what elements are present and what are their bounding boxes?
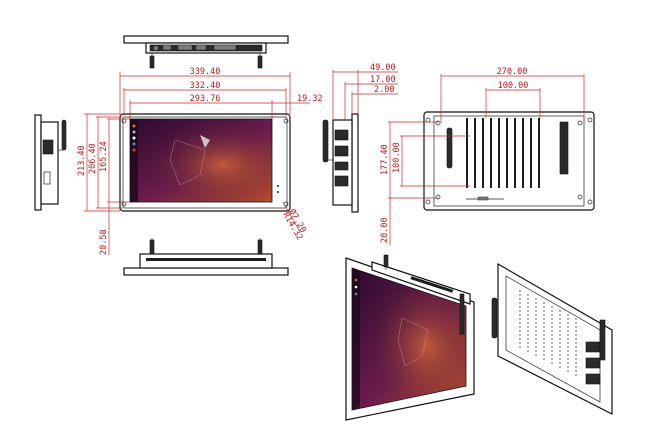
dim-rear-hole-pitch-inner: 100.00 [498,81,529,91]
dim-front-width-overall: 339.40 [190,67,221,77]
dim-side-depth-overall: 49.00 [370,63,396,73]
iso-front-view [345,254,475,421]
top-view [123,35,289,69]
bottom-view [123,238,289,276]
rear-vents [466,118,540,188]
front-view [119,113,291,212]
dim-front-height-bezel: 206.40 [88,143,98,174]
dim-front-height-overall: 213.40 [77,145,87,176]
dim-side-depth-small: 2.00 [374,85,394,95]
dim-front-offset: 19.32 [297,94,323,104]
left-side-view [34,114,67,211]
bottom-vents [146,258,266,261]
dim-front-bottom-margin: 20.58 [99,229,109,255]
dim-front-width-active: 293.76 [190,94,221,104]
dim-front-width-bezel: 332.40 [190,81,221,91]
dim-rear-height-outer: 177.40 [380,144,390,175]
dim-rear-bottom-margin: 20.00 [380,217,390,243]
rear-view [423,111,595,211]
iso-rear-vents [519,290,577,378]
dim-rear-height-inner: 100.00 [392,142,402,173]
dim-rear-hole-pitch-outer: 270.00 [497,67,528,77]
dim-side-depth-mid: 17.00 [370,75,396,85]
side-dimensions: 49.00 17.00 2.00 [332,63,398,120]
dim-front-height-active: 165.24 [99,141,109,172]
iso-rear-view [491,262,613,415]
right-side-view [322,113,359,213]
rear-dimensions: 270.00 100.00 177.40 100.00 20.00 [380,67,585,245]
